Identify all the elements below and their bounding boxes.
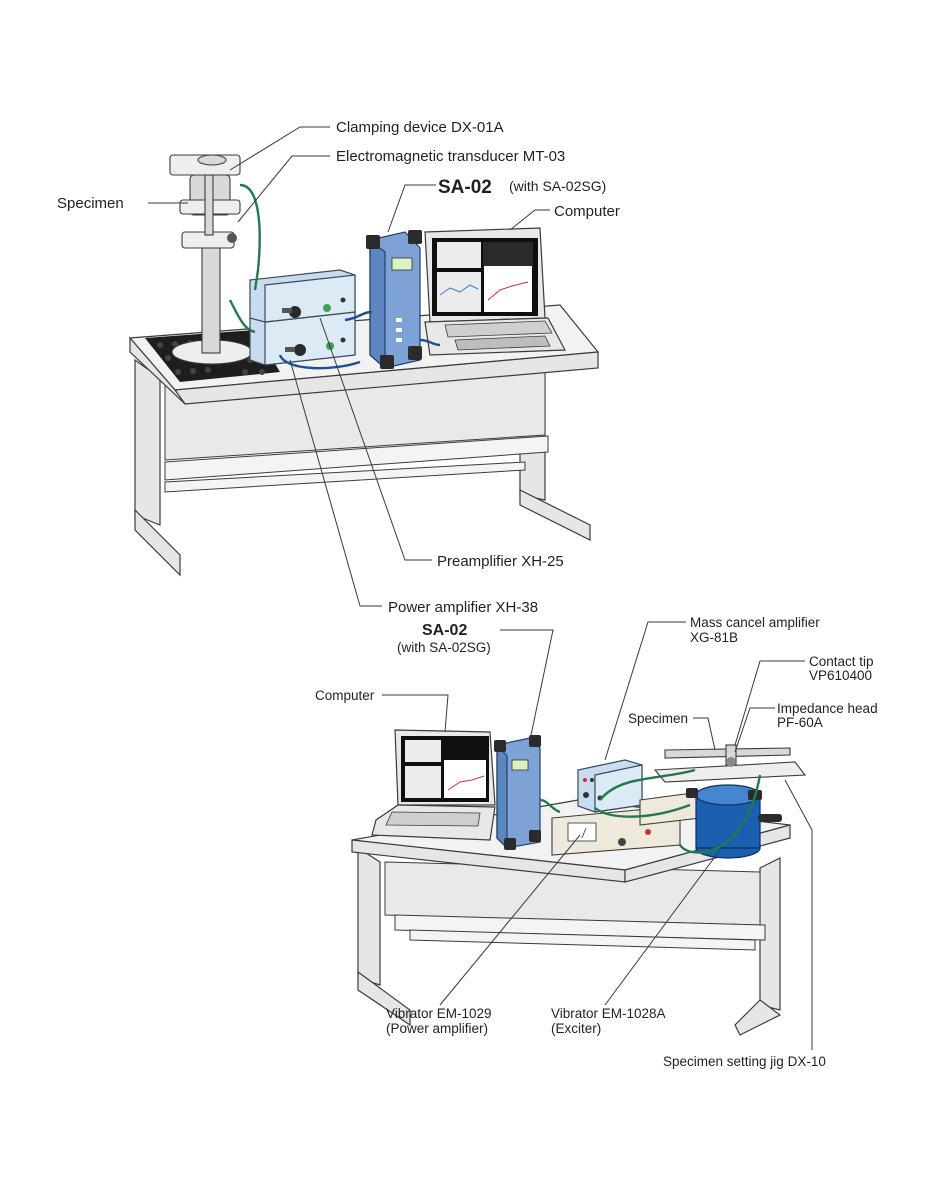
bottom-cables	[539, 768, 762, 854]
top-leaders	[148, 126, 550, 607]
top-cables	[228, 183, 441, 370]
label-vibrator-power-amplifier-sub: (Power amplifier)	[386, 1021, 488, 1036]
laptop-top	[424, 227, 566, 356]
label-sa02-sub-top: (with SA-02SG)	[509, 178, 606, 194]
label-sa02-top: SA-02	[438, 177, 492, 198]
label-power-amplifier: Power amplifier XH-38	[388, 599, 538, 616]
bottom-labels: SA-02 (with SA-02SG) Computer Mass cance…	[315, 615, 878, 1069]
label-clamping-device: Clamping device DX-01A	[336, 119, 504, 136]
bottom-leaders	[382, 621, 813, 1050]
label-impedance-head-model: PF-60A	[777, 715, 823, 730]
label-vibrator-exciter: Vibrator EM-1028A	[551, 1006, 666, 1021]
label-preamplifier: Preamplifier XH-25	[437, 553, 564, 570]
sa02-analyzer-bottom	[494, 735, 541, 850]
label-impedance-head: Impedance head	[777, 701, 878, 716]
amplifier-stack	[249, 269, 356, 366]
label-mass-cancel-model: XG-81B	[690, 630, 738, 645]
laptop-bottom	[371, 729, 496, 841]
label-specimen-setting-jig: Specimen setting jig DX-10	[663, 1054, 826, 1069]
label-mass-cancel-amplifier: Mass cancel amplifier	[690, 615, 820, 630]
label-contact-tip-model: VP610400	[809, 668, 872, 683]
label-electromagnetic-transducer: Electromagnetic transducer MT-03	[336, 148, 565, 165]
label-computer-top: Computer	[554, 203, 620, 220]
exciter	[686, 784, 782, 859]
sa02-analyzer-top	[366, 230, 422, 370]
clamping-device	[169, 154, 253, 365]
mass-cancel-amplifier	[577, 759, 701, 826]
label-sa02-bottom: SA-02	[422, 622, 467, 639]
specimen-jig	[653, 744, 807, 783]
label-specimen-bottom: Specimen	[628, 711, 688, 726]
label-sa02-sub-bottom: (with SA-02SG)	[397, 640, 491, 655]
top-labels: Clamping device DX-01A Electromagnetic t…	[57, 119, 620, 616]
label-vibrator-power-amplifier: Vibrator EM-1029	[386, 1006, 492, 1021]
label-vibrator-exciter-sub: (Exciter)	[551, 1021, 601, 1036]
label-contact-tip: Contact tip	[809, 654, 874, 669]
label-specimen-top: Specimen	[57, 195, 124, 212]
label-computer-bottom: Computer	[315, 688, 375, 703]
